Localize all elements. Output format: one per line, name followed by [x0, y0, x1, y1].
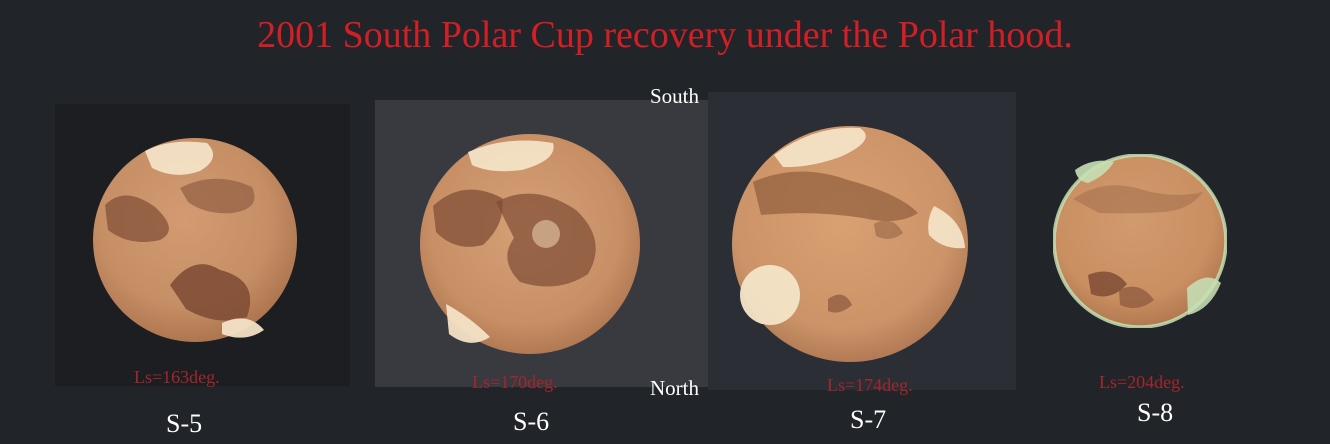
ls-label-s6: Ls=170deg. — [472, 372, 558, 392]
figure-title: 2001 South Polar Cup recovery under the … — [257, 14, 1073, 56]
mars-disk-s7 — [732, 126, 968, 362]
compass-south-label: South — [650, 84, 700, 108]
panel-label-s8: S-8 — [1137, 398, 1174, 427]
panel-label-s7: S-7 — [850, 405, 887, 434]
panel-label-s6: S-6 — [513, 407, 550, 436]
ls-label-s7: Ls=174deg. — [827, 375, 913, 395]
ls-label-s5: Ls=163deg. — [134, 367, 220, 387]
panel-label-s5: S-5 — [166, 409, 203, 438]
ls-label-s8: Ls=204deg. — [1099, 372, 1185, 392]
mars-disk-s5 — [93, 138, 297, 342]
compass-north-label: North — [650, 376, 699, 400]
mars-disk-s8 — [1053, 154, 1227, 328]
mars-disk-s6 — [420, 134, 640, 354]
